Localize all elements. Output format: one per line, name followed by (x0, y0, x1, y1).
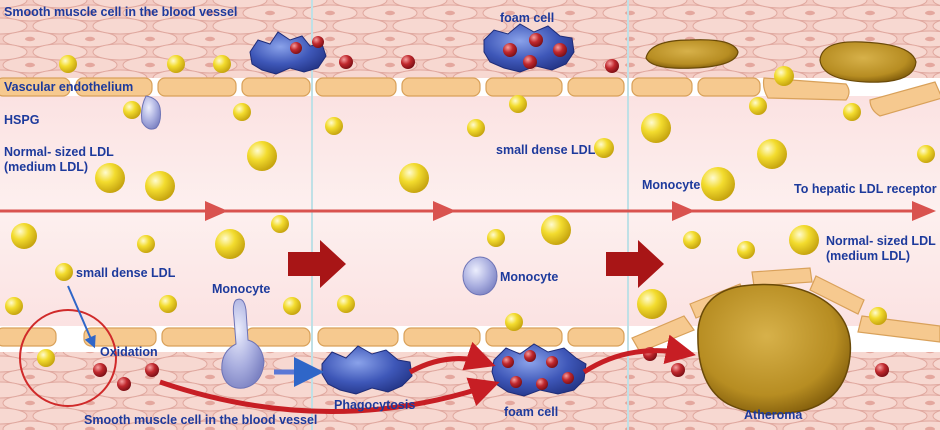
label-monocyte-mid: Monocyte (500, 270, 559, 284)
ldl-particles (5, 55, 935, 367)
foam-cell-top-left (249, 31, 327, 75)
hspg-shape (141, 95, 161, 130)
atheroma (697, 283, 852, 415)
label-normal-ldl-right-2: (medium LDL) (826, 249, 911, 263)
phagocytosis-to-foam-arrow (408, 341, 496, 375)
foam-to-atheroma-arrow (582, 334, 696, 375)
label-small-dense-ldl-mid: small dense LDL (496, 143, 596, 157)
vessel-wall-top (0, 0, 940, 78)
endothelium-bottom (0, 267, 940, 353)
progress-arrow-2 (606, 240, 664, 288)
label-monocyte-left: Monocyte (212, 282, 271, 296)
label-oxidation: Oxidation (100, 345, 158, 359)
label-hspg: HSPG (4, 113, 40, 127)
phagocytosis-cell (321, 345, 413, 395)
oxidation-highlight-circle (19, 309, 117, 407)
label-normal-ldl-left-1: Normal- sized LDL (4, 145, 114, 159)
label-atheroma: Atheroma (744, 408, 803, 422)
oxidized-ldl-group (93, 33, 889, 391)
oxidation-pointer-arrow (67, 285, 96, 349)
foam-cell-top (483, 23, 575, 73)
endothelium-top (0, 77, 940, 117)
label-foam-cell-top: foam cell (500, 11, 555, 25)
label-smooth-muscle-bottom: Smooth muscle cell in the blood vessel (84, 413, 318, 427)
foam-cell-bottom-ox-ldl (502, 350, 574, 390)
monocyte-mid (462, 256, 498, 296)
label-phagocytosis: Phagocytosis (334, 398, 416, 412)
smooth-muscle-cell-top-1 (645, 39, 739, 69)
label-normal-ldl-right-1: Normal- sized LDL (826, 234, 936, 248)
label-foam-cell-bottom: foam cell (504, 405, 559, 419)
label-smooth-muscle-top: Smooth muscle cell in the blood vessel (4, 5, 238, 19)
smooth-muscle-cell-top-2 (819, 41, 917, 83)
oxidation-to-foam-arrow (159, 377, 500, 414)
progress-arrow-1 (288, 240, 346, 288)
monocyte-transmigrating (221, 298, 265, 389)
label-hepatic-ldl-receptor: To hepatic LDL receptor (794, 182, 937, 196)
label-monocyte-right: Monocyte (642, 178, 701, 192)
label-normal-ldl-left-2: (medium LDL) (4, 160, 89, 174)
label-vascular-endothelium: Vascular endothelium (4, 80, 134, 94)
label-small-dense-ldl-left: small dense LDL (76, 266, 176, 280)
blood-flow-arrow (0, 201, 936, 221)
